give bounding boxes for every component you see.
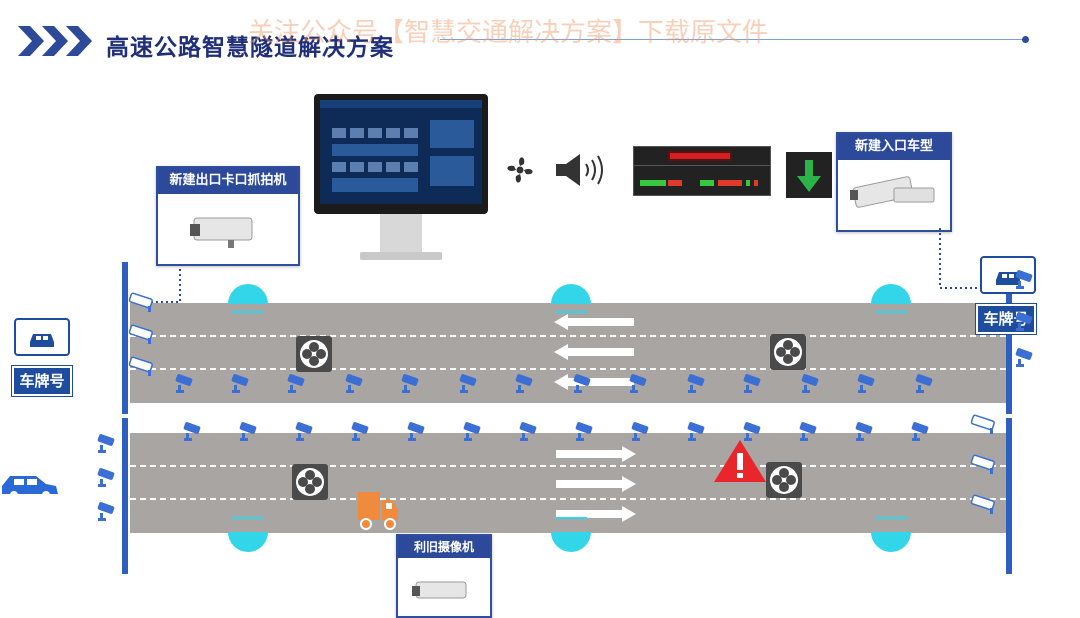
- card-reuse-camera-title: 利旧摄像机: [398, 536, 490, 558]
- jet-fan-icon: [766, 462, 802, 498]
- card-entry-camera: 新建入口车型: [836, 132, 952, 232]
- camera-icon: [175, 373, 193, 393]
- camera-icon: [743, 373, 761, 393]
- westbound-arrows-icon: [554, 314, 634, 390]
- camera-icon: [1015, 269, 1033, 289]
- car-detector-left: [14, 318, 70, 356]
- jet-fan-icon: [292, 464, 328, 500]
- camera-icon: [1015, 311, 1033, 331]
- camera-icon: [128, 356, 154, 377]
- upper-lane-line-1: [130, 335, 1006, 337]
- card-entry-camera-title: 新建入口车型: [838, 134, 950, 160]
- tunnel-light-icon: [871, 532, 911, 552]
- camera-icon: [575, 421, 593, 441]
- camera-icon: [629, 373, 647, 393]
- watermark: 关注公众号【智慧交通解决方案】下载原文件: [248, 18, 769, 48]
- eastbound-arrows-icon: [556, 446, 636, 522]
- camera-icon: [687, 373, 705, 393]
- camera-icon: [345, 373, 363, 393]
- camera-icon: [519, 421, 537, 441]
- left-portal-pole-lower: [122, 418, 128, 574]
- monitor-neck: [380, 214, 422, 252]
- camera-icon: [239, 421, 257, 441]
- card-exit-camera: 新建出口卡口抓拍机: [156, 166, 300, 266]
- camera-icon: [295, 421, 313, 441]
- camera-icon: [128, 292, 154, 313]
- camera-icon: [687, 421, 705, 441]
- header-chevrons-icon: [18, 26, 92, 56]
- car-icon: [2, 476, 58, 499]
- jet-fan-icon: [296, 336, 332, 372]
- card-exit-camera-title: 新建出口卡口抓拍机: [158, 168, 298, 194]
- camera-icon: [351, 421, 369, 441]
- monitor-base: [360, 252, 442, 260]
- camera-icon: [970, 454, 996, 475]
- camera-icon: [801, 373, 819, 393]
- left-portal-pole-upper: [122, 262, 128, 414]
- speaker-icon: [556, 154, 603, 186]
- tunnel-light-icon: [551, 532, 591, 552]
- right-portal-pole-upper: [1006, 262, 1012, 414]
- camera-icon: [970, 414, 996, 435]
- camera-icon: [231, 373, 249, 393]
- camera-icon: [970, 494, 996, 515]
- lower-lane-line-2: [130, 498, 1006, 500]
- camera-icon: [190, 217, 253, 248]
- camera-icon: [128, 324, 154, 345]
- camera-icon: [573, 373, 591, 393]
- lower-lane-line-1: [130, 465, 1006, 467]
- card-reuse-camera: 利旧摄像机: [396, 534, 492, 618]
- right-portal-pole-lower: [1006, 418, 1012, 574]
- header-divider-dot: [1022, 36, 1029, 43]
- camera-icon: [287, 373, 305, 393]
- tunnel-light-icon: [228, 284, 268, 304]
- camera-icon: [463, 421, 481, 441]
- truck-icon: [358, 492, 398, 530]
- camera-icon: [459, 373, 477, 393]
- upper-lane-line-2: [130, 368, 1006, 370]
- camera-icon: [183, 421, 201, 441]
- warning-icon: [714, 440, 766, 482]
- car-icon: [30, 334, 54, 347]
- jet-fan-icon: [770, 334, 806, 370]
- camera-icon: [850, 176, 935, 208]
- led-message-board: [633, 146, 771, 196]
- camera-icon: [97, 433, 115, 453]
- tunnel-light-icon: [228, 532, 268, 552]
- header-divider: [440, 39, 1025, 40]
- camera-icon: [1015, 347, 1033, 367]
- tunnel-light-icon: [551, 284, 591, 304]
- camera-icon: [401, 373, 419, 393]
- camera-icon: [97, 501, 115, 521]
- monitor: [314, 94, 488, 214]
- camera-icon: [911, 421, 929, 441]
- lane-signal: [786, 152, 832, 198]
- car-icon: [996, 272, 1020, 285]
- camera-icon: [855, 421, 873, 441]
- camera-icon: [915, 373, 933, 393]
- camera-icon: [97, 467, 115, 487]
- monitor-screen: [320, 100, 482, 204]
- arrow-down-icon: [797, 160, 821, 192]
- camera-icon: [743, 421, 761, 441]
- camera-icon: [799, 421, 817, 441]
- camera-icon: [412, 581, 467, 599]
- license-plate-left: 车牌号: [11, 365, 73, 397]
- camera-icon: [515, 373, 533, 393]
- camera-icon: [857, 373, 875, 393]
- camera-icon: [407, 421, 425, 441]
- tunnel-light-icon: [871, 284, 911, 304]
- camera-icon: [631, 421, 649, 441]
- page-title: 高速公路智慧隧道解决方案: [106, 35, 394, 61]
- fan-icon: [507, 157, 533, 183]
